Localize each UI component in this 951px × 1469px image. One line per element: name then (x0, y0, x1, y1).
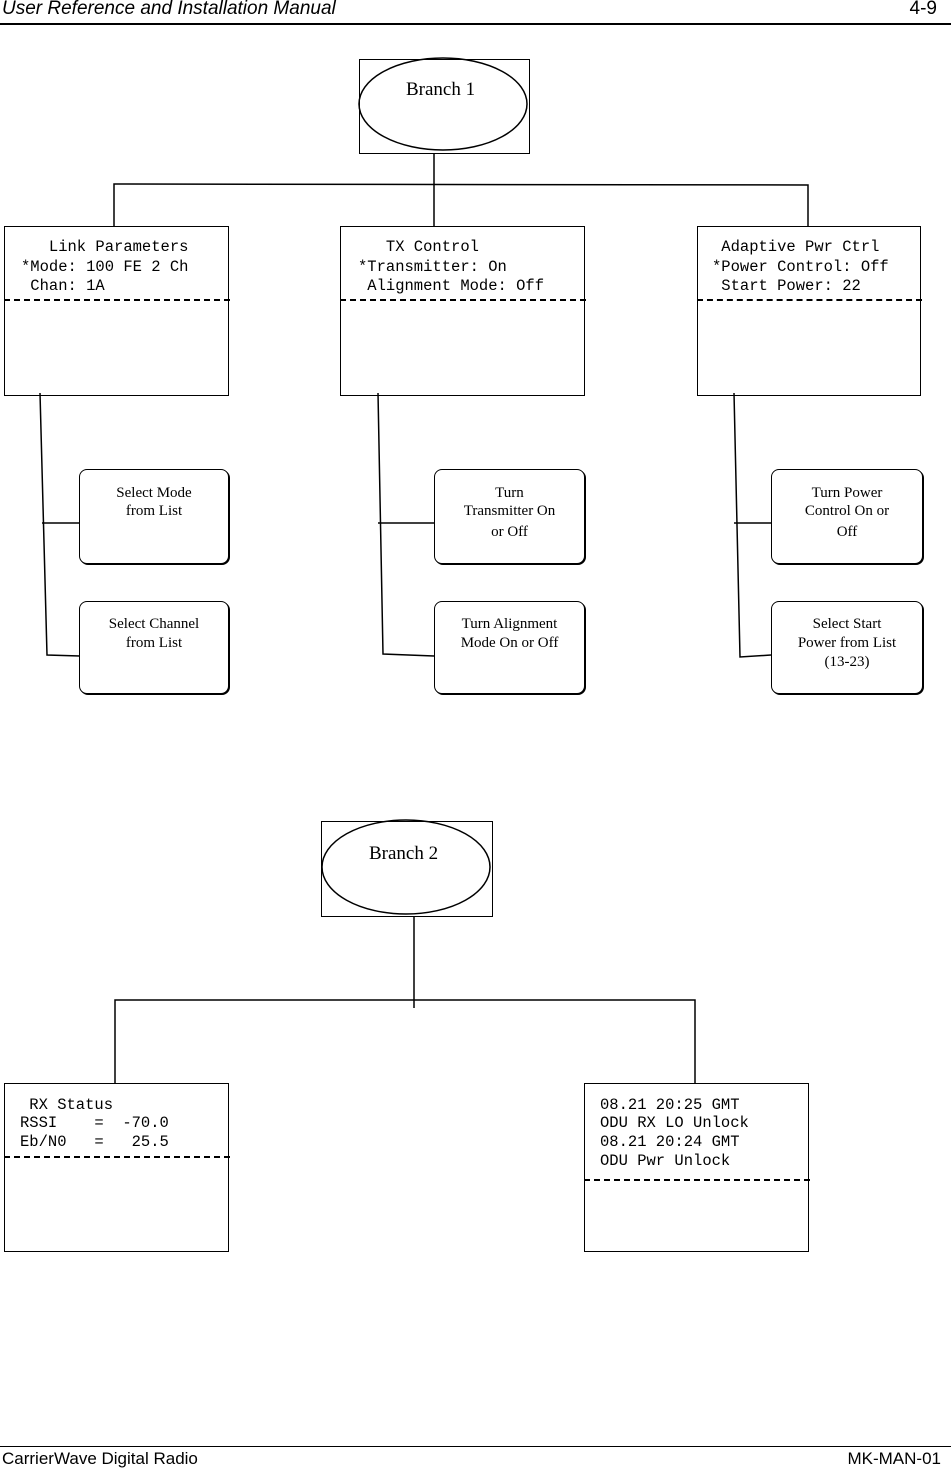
header-rule (0, 23, 951, 25)
lcd-line: Link Parameters (21, 238, 189, 256)
action-text: Turn Power (811, 485, 883, 501)
action-turn-alignment-mode: Turn Alignment Mode On or Off (434, 601, 585, 694)
lcd-line: *Transmitter: On (358, 258, 507, 276)
lcd-line: Alignment Mode: Off (358, 277, 545, 295)
lcd-divider (4, 299, 230, 301)
header-title: User Reference and Installation Manual (2, 0, 336, 19)
footer-product: CarrierWave Digital Radio (2, 1449, 198, 1468)
lcd-divider (584, 1179, 810, 1181)
branch-2-box (321, 821, 493, 917)
lcd-adaptive-power-control (697, 226, 921, 396)
action-text: Turn Alignment (461, 616, 558, 632)
action-turn-power-control: Turn Power Control On or Off (771, 469, 923, 564)
lcd-line: *Power Control: Off (712, 258, 889, 276)
action-text: Mode On or Off (460, 635, 559, 651)
action-text: Select Channel (108, 616, 200, 632)
lcd-line: RX Status (20, 1096, 114, 1114)
header-page-number: 4-9 (909, 0, 937, 19)
action-text: Off (836, 524, 858, 540)
lcd-divider (340, 299, 586, 301)
lcd-tx-control (340, 226, 585, 396)
lcd-line: Adaptive Pwr Ctrl (712, 238, 880, 256)
action-text: Turn (495, 485, 524, 501)
lcd-divider (697, 299, 922, 301)
action-turn-transmitter: Turn Transmitter On or Off (434, 469, 585, 564)
lcd-line: Eb/N0 = 25.5 (20, 1133, 169, 1151)
action-text: or Off (491, 524, 528, 540)
footer-rule (0, 1446, 951, 1447)
action-select-channel: Select Channel from List (79, 601, 229, 694)
footer-doc-id: MK-MAN-01 (847, 1449, 941, 1468)
action-text: (13-23) (824, 654, 870, 670)
action-text: from List (125, 503, 183, 519)
branch-1-label: Branch 1 (406, 79, 476, 100)
action-text: Power from List (797, 635, 897, 651)
lcd-line: Start Power: 22 (712, 277, 861, 295)
lcd-event-log (584, 1083, 809, 1252)
lcd-line: ODU Pwr Unlock (600, 1152, 731, 1170)
branch-2-label: Branch 2 (369, 843, 439, 864)
lcd-line: Chan: 1A (21, 277, 105, 295)
lcd-line: 08.21 20:24 GMT (600, 1133, 740, 1151)
lcd-line: 08.21 20:25 GMT (600, 1096, 740, 1114)
action-select-start-power: Select Start Power from List (13-23) (771, 601, 923, 694)
lcd-line: ODU RX LO Unlock (600, 1114, 749, 1132)
action-text: Transmitter On (463, 503, 556, 519)
action-text: Control On or (804, 503, 890, 519)
lcd-divider (4, 1156, 230, 1158)
action-text: Select Mode (116, 485, 192, 501)
action-select-mode: Select Mode from List (79, 469, 229, 564)
lcd-line: *Mode: 100 FE 2 Ch (21, 258, 189, 276)
lcd-rx-status (4, 1083, 229, 1252)
lcd-line: TX Control (358, 238, 479, 256)
lcd-link-parameters (4, 226, 229, 396)
lcd-line: RSSI = -70.0 (20, 1114, 169, 1132)
action-text: from List (125, 635, 183, 651)
action-text: Select Start (812, 616, 882, 632)
branch-1-box (359, 59, 530, 154)
